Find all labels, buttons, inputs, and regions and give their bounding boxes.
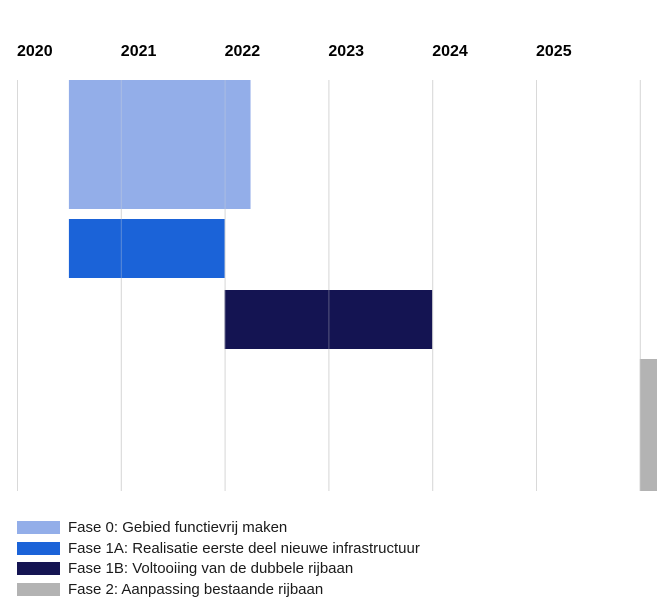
x-axis-tick-labels: 2020 2021 2022 2023 2024 2025 [17, 43, 572, 60]
bar-1 [68, 80, 251, 209]
x-tick-label-2021: 2021 [121, 43, 157, 60]
x-tick-label-2023: 2023 [328, 43, 364, 60]
x-tick-label-2025: 2025 [536, 43, 572, 60]
legend-label: Fase 0: Gebied functievrij maken [68, 518, 288, 536]
legend-item: Fase 1B: Voltooiing van de dubbele rijba… [17, 558, 420, 579]
legend-item: Fase 1A: Realisatie eerste deel nieuwe i… [17, 538, 420, 559]
legend-swatch [17, 520, 60, 534]
x-tick-label-2022: 2022 [225, 43, 261, 60]
legend-label: Fase 2: Aanpassing bestaande rijbaan [68, 580, 324, 598]
legend-swatch [17, 541, 60, 555]
legend-label: Fase 1A: Realisatie eerste deel nieuwe i… [68, 539, 420, 557]
legend-item: Fase 0: Gebied functievrij maken [17, 517, 420, 538]
gantt-chart: 2020 2021 2022 2023 2024 2025 [17, 43, 657, 491]
legend-item: Fase 2: Aanpassing bestaande rijbaan [17, 579, 420, 600]
legend-swatch [17, 582, 60, 596]
bar-2 [68, 219, 225, 278]
bars [68, 80, 657, 491]
bar-4 [639, 359, 657, 491]
bar-3 [224, 290, 433, 349]
x-tick-label-2020: 2020 [17, 43, 53, 60]
legend-label: Fase 1B: Voltooiing van de dubbele rijba… [68, 560, 354, 578]
x-tick-label-2024: 2024 [432, 43, 468, 60]
legend-swatch [17, 562, 60, 576]
gridlines-overlay [17, 80, 641, 491]
